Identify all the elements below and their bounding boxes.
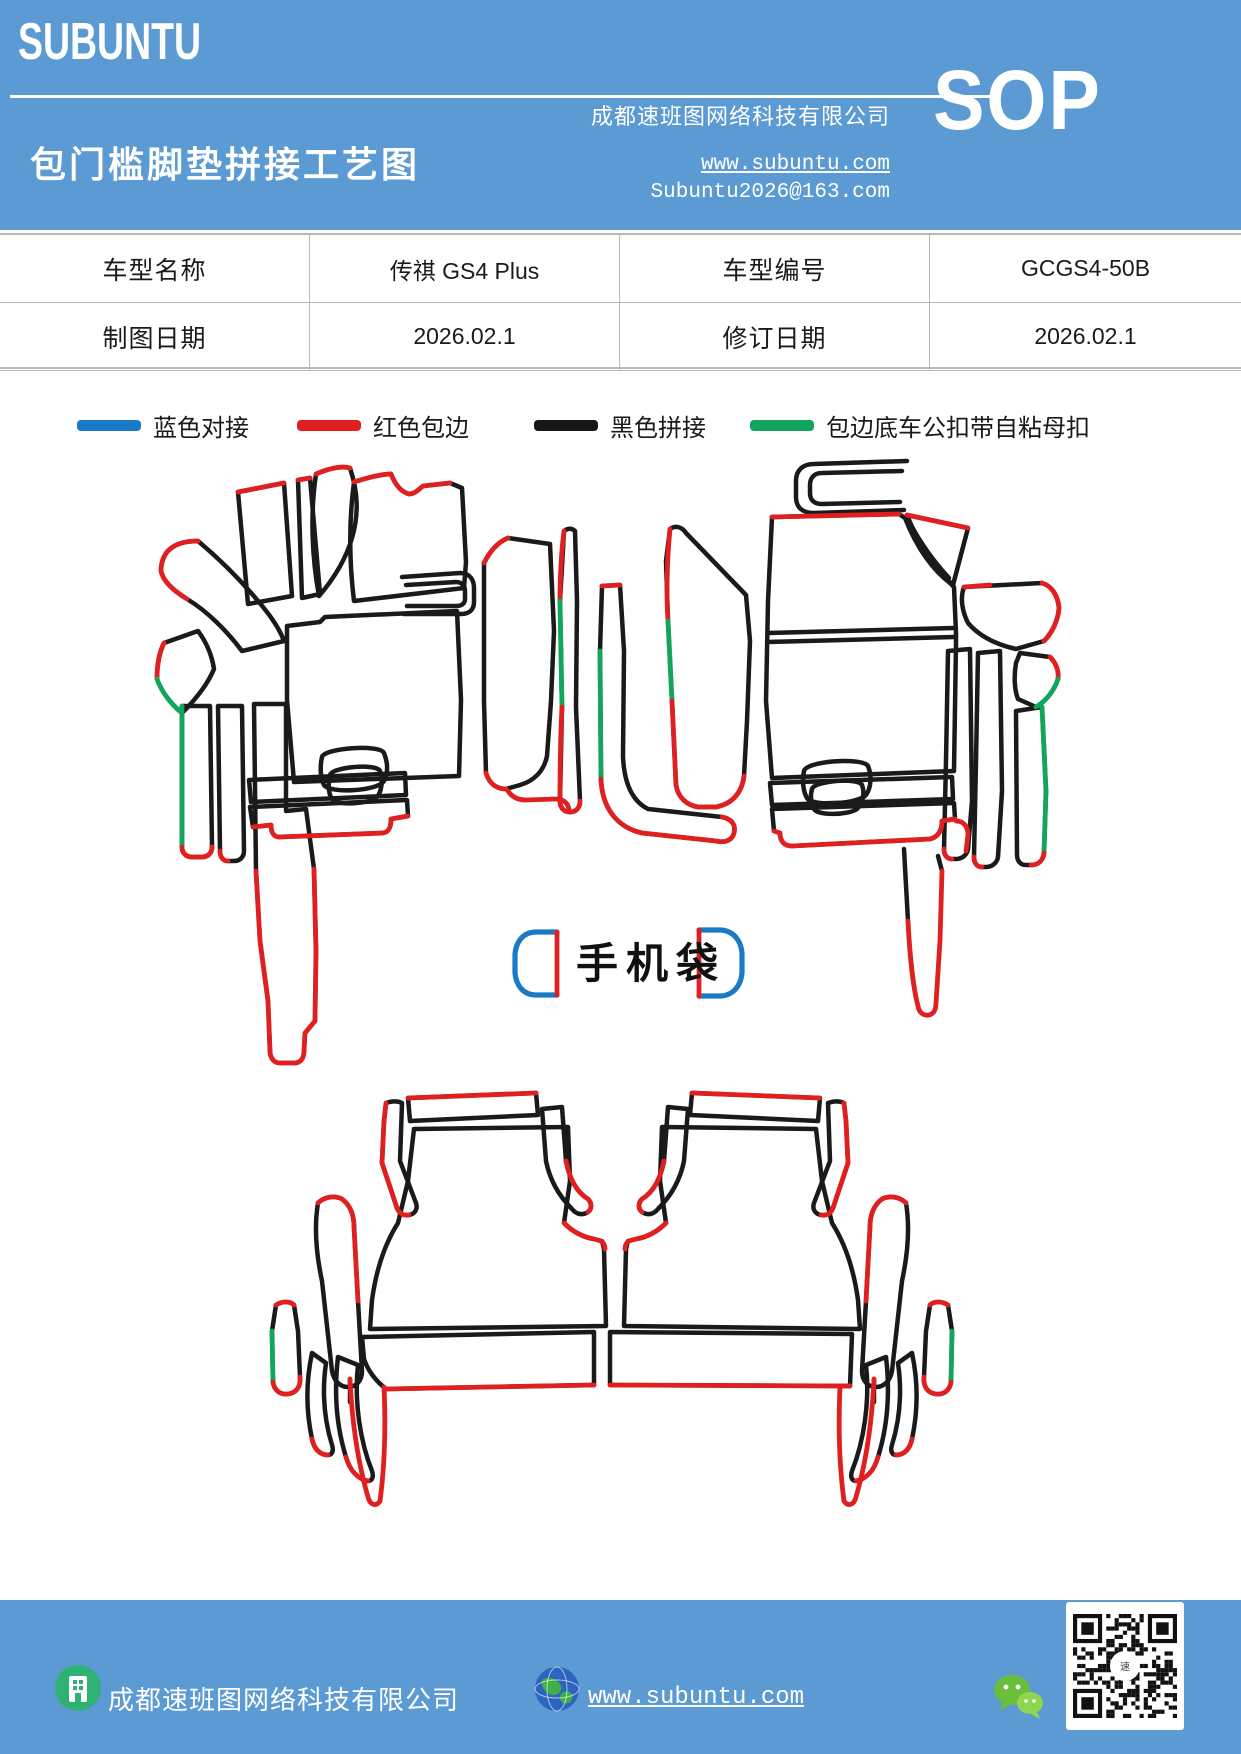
wechat-icon	[994, 1675, 1043, 1719]
center-strip-outlines	[557, 524, 753, 845]
table-cell-model-label: 车型名称	[0, 235, 310, 303]
brand-logo: SUBUNTU	[18, 13, 202, 71]
footer-company-name: 成都速班图网络科技有限公司	[108, 1685, 460, 1715]
table-cell-date-label: 制图日期	[0, 303, 310, 371]
globe-icon	[534, 1666, 580, 1712]
header-email: Subuntu2026@163.com	[650, 181, 890, 204]
front-right-mat-edging	[769, 511, 1062, 1018]
blue-line-swatch	[77, 420, 141, 431]
svg-text:速: 速	[1120, 1661, 1130, 1673]
table-cell-revision-label: 修订日期	[620, 303, 930, 371]
table-cell-date-value: 2026.02.1	[310, 303, 620, 371]
table-cell-model-value: 传祺 GS4 Plus	[310, 235, 620, 303]
legend-item-red: 红色包边	[297, 408, 469, 443]
footer: 成都速班图网络科技有限公司 www.subuntu.com 速	[0, 1600, 1241, 1754]
green-line-swatch	[750, 420, 814, 431]
legend-item-black: 黑色拼接	[534, 408, 706, 443]
red-line-swatch	[297, 420, 361, 431]
table-cell-code-value: GCGS4-50B	[930, 235, 1241, 303]
header-website-link[interactable]: www.subuntu.com	[700, 153, 890, 176]
header-divider	[10, 95, 990, 98]
header-company-name: 成都速班图网络科技有限公司	[590, 104, 890, 129]
front-left-mat-outline	[154, 464, 557, 1066]
rear-mat-edging	[269, 1090, 955, 1507]
company-building-icon	[55, 1665, 101, 1711]
footer-website-link[interactable]: www.subuntu.com	[588, 1684, 805, 1711]
phone-bag: 手机袋	[512, 927, 745, 999]
table-cell-code-label: 车型编号	[620, 235, 930, 303]
black-line-swatch	[534, 420, 598, 431]
sop-badge: SOP	[933, 53, 1102, 147]
vehicle-info-table: 车型名称 传祺 GS4 Plus 车型编号 GCGS4-50B 制图日期 202…	[0, 233, 1241, 371]
mat-splicing-diagram: 手机袋	[154, 458, 1062, 1507]
header: SUBUNTU 成都速班图网络科技有限公司 包门槛脚垫拼接工艺图 SOP www…	[0, 0, 1241, 230]
qr-code: 速	[1066, 1602, 1184, 1730]
front-left-mat-edging	[154, 464, 572, 1066]
legend-item-green: 包边底车公扣带自粘母扣	[750, 408, 1090, 443]
phone-bag-label: 手机袋	[576, 940, 726, 987]
legend: 蓝色对接 红色包边 黑色拼接 包边底车公扣带自粘母扣	[0, 408, 1241, 442]
table-cell-revision-value: 2026.02.1	[930, 303, 1241, 371]
legend-item-blue: 蓝色对接	[77, 408, 249, 443]
page-title: 包门槛脚垫拼接工艺图	[30, 144, 421, 185]
front-right-mat-outline	[763, 458, 1062, 924]
qr-code-pattern: 速	[1073, 1614, 1177, 1718]
rear-mat-outline	[269, 1090, 955, 1484]
